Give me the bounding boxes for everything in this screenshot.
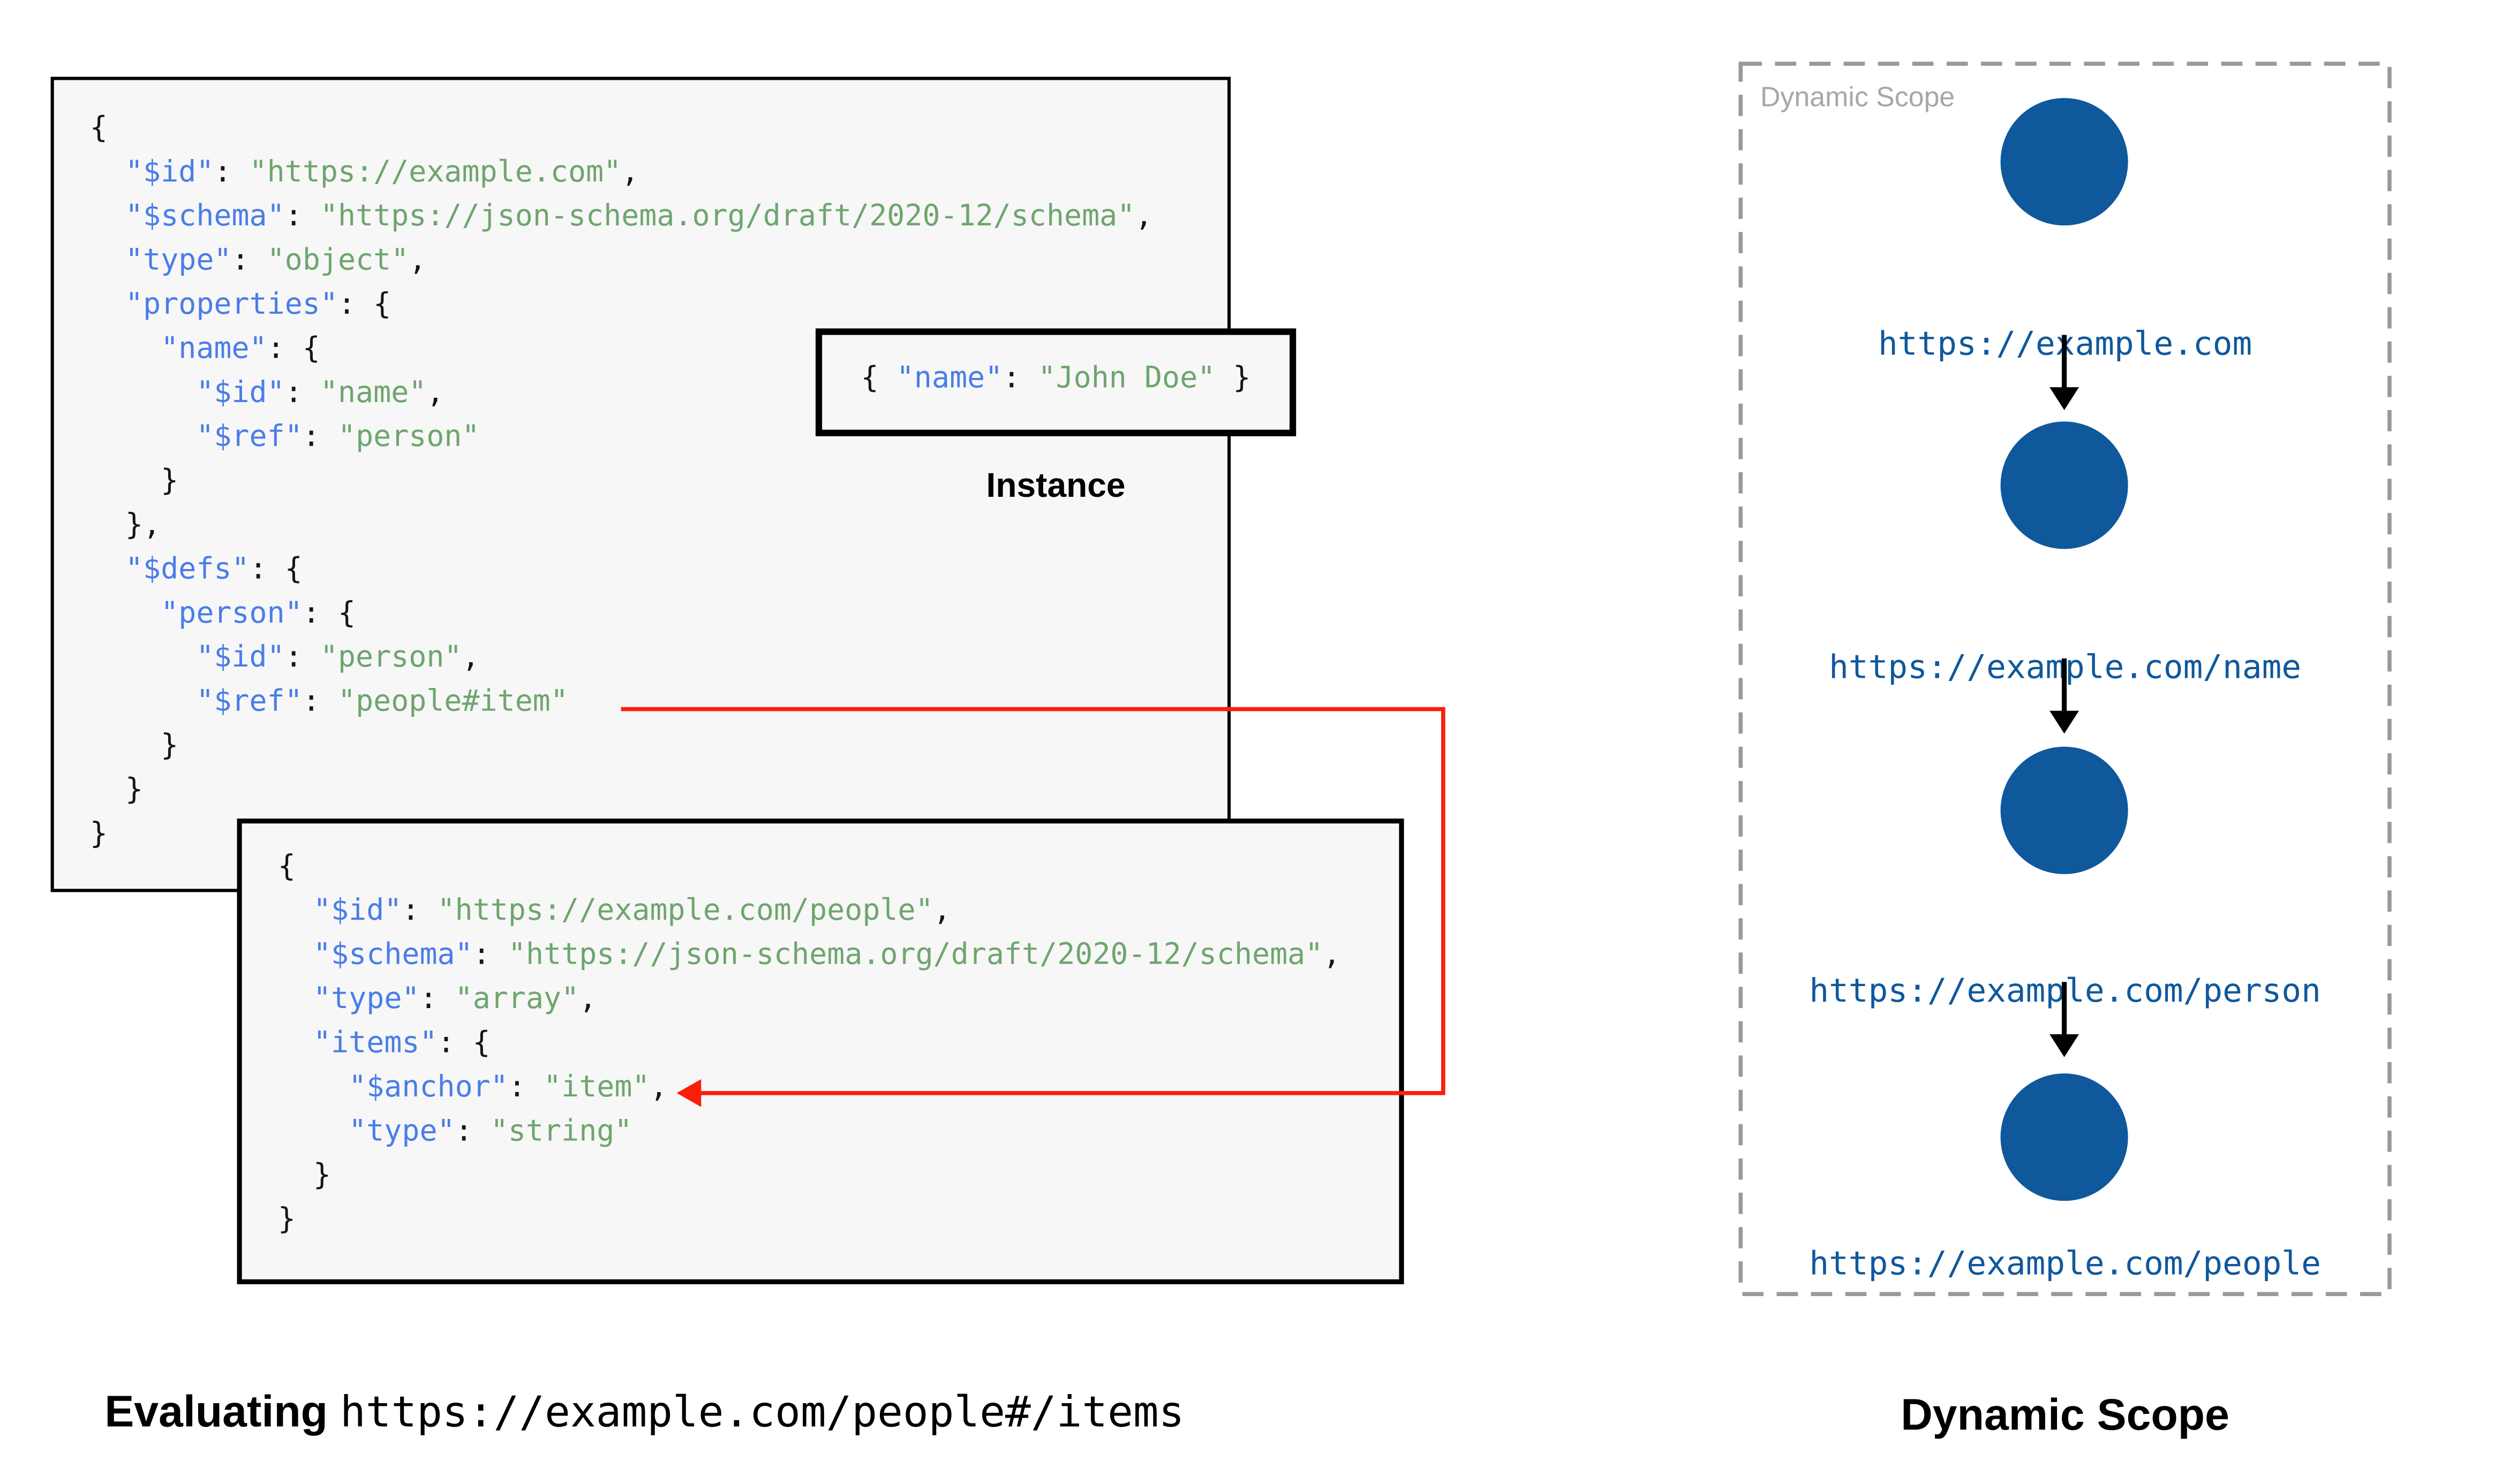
evaluating-caption-uri: https://example.com/people#/items xyxy=(340,1389,1185,1438)
scope-node-circle-3 xyxy=(2000,746,2128,874)
scope-node-circle-2 xyxy=(2000,421,2128,549)
instance-label: Instance xyxy=(986,467,1126,505)
dynamic-scope-caption: Dynamic Scope xyxy=(1901,1390,2229,1440)
scope-node-circle-1 xyxy=(2000,98,2128,226)
instance-box: { "name": "John Doe" } xyxy=(815,328,1297,436)
evaluating-caption-label: Evaluating xyxy=(104,1387,328,1436)
root-schema-code: { "$id": "https://example.com", "$schema… xyxy=(89,111,1153,852)
scope-node-label-1: https://example.com xyxy=(1878,323,2252,363)
people-schema-box: { "$id": "https://example.com/people", "… xyxy=(237,819,1404,1284)
scope-node-label-3: https://example.com/person xyxy=(1809,970,2321,1010)
scope-node-circle-4 xyxy=(2000,1073,2128,1201)
dynamic-scope-panel-label: Dynamic Scope xyxy=(1760,81,1955,113)
scope-node-label-4: https://example.com/people xyxy=(1809,1243,2321,1283)
dynamic-scope-panel: Dynamic Scope https://example.com https:… xyxy=(1739,62,2391,1296)
evaluating-caption: Evaluating https://example.com/people#/i… xyxy=(104,1387,1184,1438)
scope-node-label-2: https://example.com/name xyxy=(1829,647,2302,686)
people-schema-code: { "$id": "https://example.com/people", "… xyxy=(277,850,1341,1237)
instance-code: { "name": "John Doe" } xyxy=(861,360,1251,395)
